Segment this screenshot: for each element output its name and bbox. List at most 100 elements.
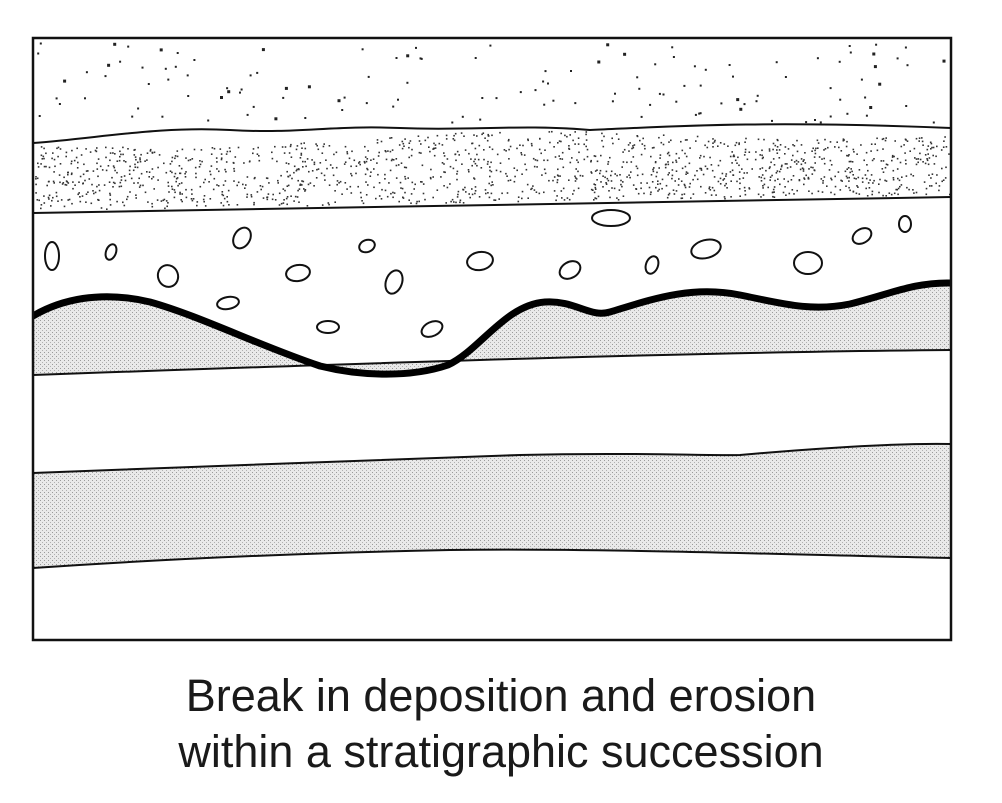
dense-dot xyxy=(772,188,775,191)
dense-dot xyxy=(672,161,674,164)
dense-dot xyxy=(784,153,786,155)
dense-dot xyxy=(848,154,850,156)
dense-dot xyxy=(303,188,305,190)
dense-dot xyxy=(456,170,459,173)
dense-dot xyxy=(316,168,318,171)
dense-dot xyxy=(562,166,565,169)
dense-dot xyxy=(392,191,394,194)
dense-dot xyxy=(776,170,779,172)
dense-dot xyxy=(221,193,223,196)
dense-dot xyxy=(252,148,255,150)
dense-dot xyxy=(209,170,211,173)
sparse-dot xyxy=(395,57,398,59)
dense-dot xyxy=(476,135,478,137)
diagram-caption: Break in deposition and erosion within a… xyxy=(0,668,1002,780)
dense-dot xyxy=(905,139,907,141)
dense-dot xyxy=(602,186,604,188)
dense-dot xyxy=(119,181,122,184)
dense-dot xyxy=(593,155,596,157)
dense-dot xyxy=(839,189,842,191)
dense-dot xyxy=(536,159,539,162)
dense-dot xyxy=(302,160,304,163)
dense-dot xyxy=(884,179,886,182)
dense-dot xyxy=(246,196,248,198)
dense-dot xyxy=(738,178,741,180)
sparse-dot xyxy=(838,60,841,63)
dense-dot xyxy=(786,167,789,169)
dense-dot xyxy=(761,157,764,160)
dense-dot xyxy=(167,202,169,204)
dense-dot xyxy=(855,178,857,180)
dense-dot xyxy=(768,148,771,150)
dense-dot xyxy=(201,160,203,163)
dense-dot xyxy=(574,180,577,182)
sparse-dot xyxy=(875,43,878,46)
dense-dot xyxy=(52,180,55,183)
dense-dot xyxy=(838,146,840,149)
sparse-dot xyxy=(451,121,454,124)
dense-dot xyxy=(930,142,933,145)
dense-dot xyxy=(392,159,395,161)
dense-dot xyxy=(610,170,613,173)
pebble xyxy=(104,243,118,261)
dense-dot xyxy=(37,166,40,168)
dense-dot xyxy=(332,174,335,177)
sparse-dot xyxy=(274,117,278,121)
dense-dot xyxy=(492,184,494,186)
dense-dot xyxy=(112,152,114,154)
dense-dot xyxy=(569,134,571,136)
dense-dot xyxy=(790,159,793,161)
dense-dot xyxy=(763,138,765,141)
dense-dot xyxy=(254,176,256,179)
sparse-dot xyxy=(167,78,170,81)
dense-dot xyxy=(160,200,163,202)
stratigraphic-section-diagram xyxy=(31,36,953,642)
dense-dot xyxy=(855,192,858,195)
sparse-dot xyxy=(227,90,231,94)
dense-dot xyxy=(40,204,43,206)
dense-dot xyxy=(367,184,369,186)
sparse-dot xyxy=(193,59,196,61)
dense-dot xyxy=(776,138,779,141)
dense-dot xyxy=(59,181,61,184)
dense-dot xyxy=(462,202,465,204)
dense-dot xyxy=(400,162,403,164)
dense-dot xyxy=(424,139,427,142)
dense-dot xyxy=(455,201,457,204)
dense-dot xyxy=(592,189,594,191)
dense-dot xyxy=(93,192,95,195)
dense-dot xyxy=(213,147,216,150)
dense-dot xyxy=(761,154,763,157)
dense-dot xyxy=(812,147,814,150)
dense-dot xyxy=(441,162,444,164)
dense-dot xyxy=(746,172,748,174)
dense-dot xyxy=(509,145,512,148)
dense-dot xyxy=(754,158,757,161)
dense-dot xyxy=(929,185,931,187)
dense-dot xyxy=(700,185,702,188)
dense-dot xyxy=(729,155,732,158)
dense-dot xyxy=(853,177,856,180)
dense-dot xyxy=(830,178,833,181)
dense-dot xyxy=(681,167,684,170)
dense-dot xyxy=(575,178,578,180)
dense-dot xyxy=(787,148,790,150)
dense-dot xyxy=(746,158,749,161)
dense-dot xyxy=(681,193,683,196)
dense-dot xyxy=(378,151,380,154)
dense-dot xyxy=(600,154,602,157)
dense-dot xyxy=(74,184,76,186)
dense-dot xyxy=(313,163,316,166)
dense-dot xyxy=(891,156,894,158)
dense-dot xyxy=(111,176,113,179)
dense-dot xyxy=(216,184,218,186)
dense-dot xyxy=(148,176,150,178)
dense-dot xyxy=(378,182,381,184)
dense-dot xyxy=(148,171,151,173)
dense-dot xyxy=(696,135,699,138)
dense-dot xyxy=(97,158,100,160)
dense-dot xyxy=(600,181,602,183)
dense-dot xyxy=(349,185,352,188)
dense-dot xyxy=(734,144,737,147)
dense-dot xyxy=(852,148,855,151)
